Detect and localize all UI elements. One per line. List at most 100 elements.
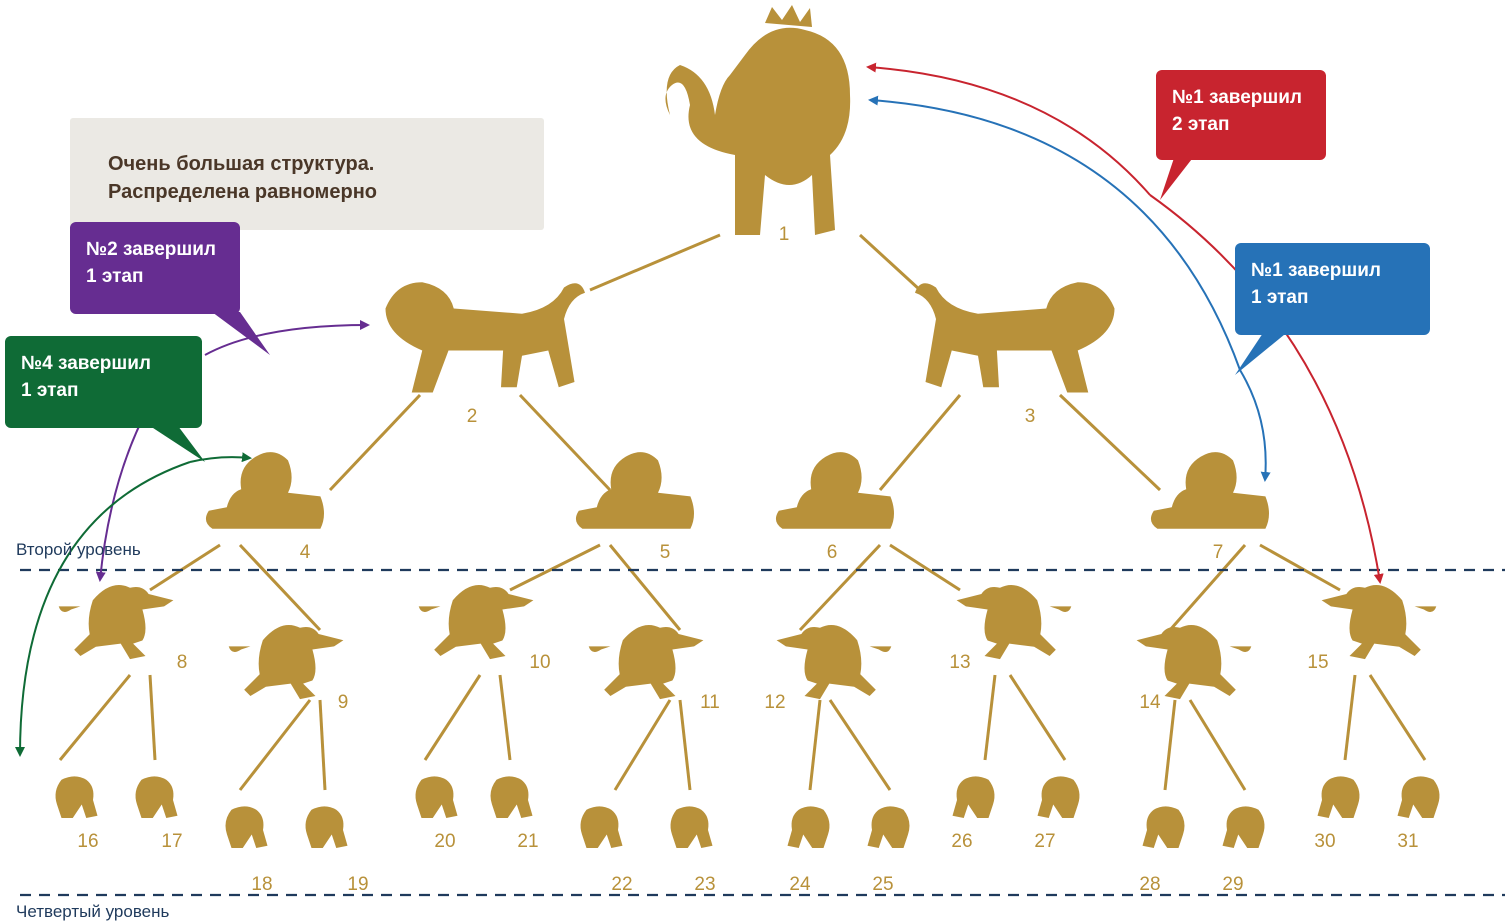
tree-edge	[240, 700, 310, 790]
lion-icon	[226, 806, 268, 848]
lion-node-9: 9	[229, 625, 349, 713]
arrow-red-up	[868, 67, 1150, 195]
lion-icon	[1151, 452, 1269, 529]
callout-purple-line1: №2 завершил	[86, 236, 224, 263]
node-number: 18	[251, 874, 272, 895]
lion-node-26: 26	[951, 776, 994, 852]
node-number: 25	[872, 874, 893, 895]
note-line-2: Распределена равномерно	[108, 178, 528, 206]
lion-icon	[576, 452, 694, 529]
lion-icon	[56, 776, 98, 818]
node-number: 22	[611, 874, 632, 895]
node-number: 8	[177, 652, 188, 673]
lion-icon	[777, 625, 892, 699]
tree-edge	[150, 545, 220, 590]
node-number: 11	[700, 692, 720, 713]
lion-node-17: 17	[136, 776, 183, 852]
tree-edge	[880, 395, 960, 490]
node-number: 23	[694, 874, 715, 895]
callout-blue-tail	[1235, 330, 1290, 375]
lion-node-11: 11	[589, 625, 720, 713]
lion-icon	[665, 5, 850, 235]
note-text: Очень большая структура. Распределена ра…	[108, 150, 528, 206]
tree-edge	[1370, 675, 1425, 760]
lion-node-16: 16	[56, 776, 99, 852]
lion-node-10: 10	[419, 585, 551, 673]
lion-node-8: 8	[59, 585, 188, 673]
callout-red-line2: 2 этап	[1172, 111, 1310, 138]
tree-edge	[1190, 700, 1245, 790]
lion-icon	[229, 625, 344, 699]
lion-node-2: 2	[386, 282, 586, 427]
tree-edge	[500, 675, 510, 760]
tree-edge	[615, 700, 670, 790]
lion-node-5: 5	[576, 452, 694, 563]
lion-icon	[59, 585, 174, 659]
lion-node-29: 29	[1222, 806, 1264, 895]
lion-node-3: 3	[915, 282, 1115, 427]
node-number: 19	[347, 874, 368, 895]
arrow-blue-down	[1240, 370, 1266, 480]
lion-node-22: 22	[581, 806, 633, 895]
lion-icon	[206, 452, 324, 529]
tree-edge	[425, 675, 480, 760]
tree-edge	[810, 700, 820, 790]
node-number: 27	[1034, 831, 1055, 852]
lion-icon	[386, 282, 586, 392]
tree-edge	[1060, 395, 1160, 490]
lion-node-18: 18	[226, 806, 273, 895]
lion-icon	[868, 806, 910, 848]
node-number: 20	[434, 831, 455, 852]
level-label-fourth: Четвертый уровень	[16, 902, 169, 922]
callout-red-tail	[1160, 155, 1195, 200]
lion-icon	[957, 585, 1072, 659]
node-number: 28	[1139, 874, 1160, 895]
lion-icon	[581, 806, 623, 848]
tree-edge	[1260, 545, 1340, 590]
arrow-purple-right	[205, 325, 368, 355]
lion-icon	[953, 776, 995, 818]
tree-edge	[60, 675, 130, 760]
node-number: 6	[827, 542, 838, 563]
tree-edge	[510, 545, 600, 590]
node-number: 9	[338, 692, 349, 713]
node-number: 14	[1139, 692, 1161, 713]
callout-red: №1 завершил 2 этап	[1156, 70, 1326, 160]
node-number: 31	[1397, 831, 1418, 852]
node-number: 13	[949, 652, 970, 673]
tree-edge	[680, 700, 690, 790]
lion-icon	[788, 806, 830, 848]
node-number: 5	[660, 542, 671, 563]
lion-node-13: 13	[949, 585, 1071, 673]
lion-icon	[416, 776, 458, 818]
lion-icon	[136, 776, 178, 818]
note-line-1: Очень большая структура.	[108, 150, 528, 178]
node-number: 4	[300, 542, 311, 563]
tree-edge	[150, 675, 155, 760]
lion-node-27: 27	[1034, 776, 1079, 852]
lion-node-28: 28	[1139, 806, 1184, 895]
callout-blue: №1 завершил 1 этап	[1235, 243, 1430, 335]
node-number: 7	[1213, 542, 1224, 563]
lion-icon	[589, 625, 704, 699]
node-number: 21	[517, 831, 538, 852]
node-number: 24	[789, 874, 811, 895]
lion-icon	[1322, 585, 1437, 659]
callout-green-line1: №4 завершил	[21, 350, 186, 377]
lion-node-20: 20	[416, 776, 458, 852]
node-number: 29	[1222, 874, 1243, 895]
tree-edge	[520, 395, 610, 490]
node-number: 10	[529, 652, 550, 673]
lion-icon	[1398, 776, 1440, 818]
lion-icon	[1223, 806, 1265, 848]
tree-edge	[890, 545, 960, 590]
lion-node-15: 15	[1307, 585, 1436, 673]
node-number: 17	[161, 831, 182, 852]
lion-node-21: 21	[491, 776, 539, 852]
lion-node-14: 14	[1137, 625, 1252, 713]
tree-edge	[330, 395, 420, 490]
lion-node-1: 1	[665, 5, 850, 245]
lion-node-23: 23	[671, 806, 716, 895]
lion-icon	[915, 282, 1115, 392]
node-number: 3	[1025, 406, 1036, 427]
